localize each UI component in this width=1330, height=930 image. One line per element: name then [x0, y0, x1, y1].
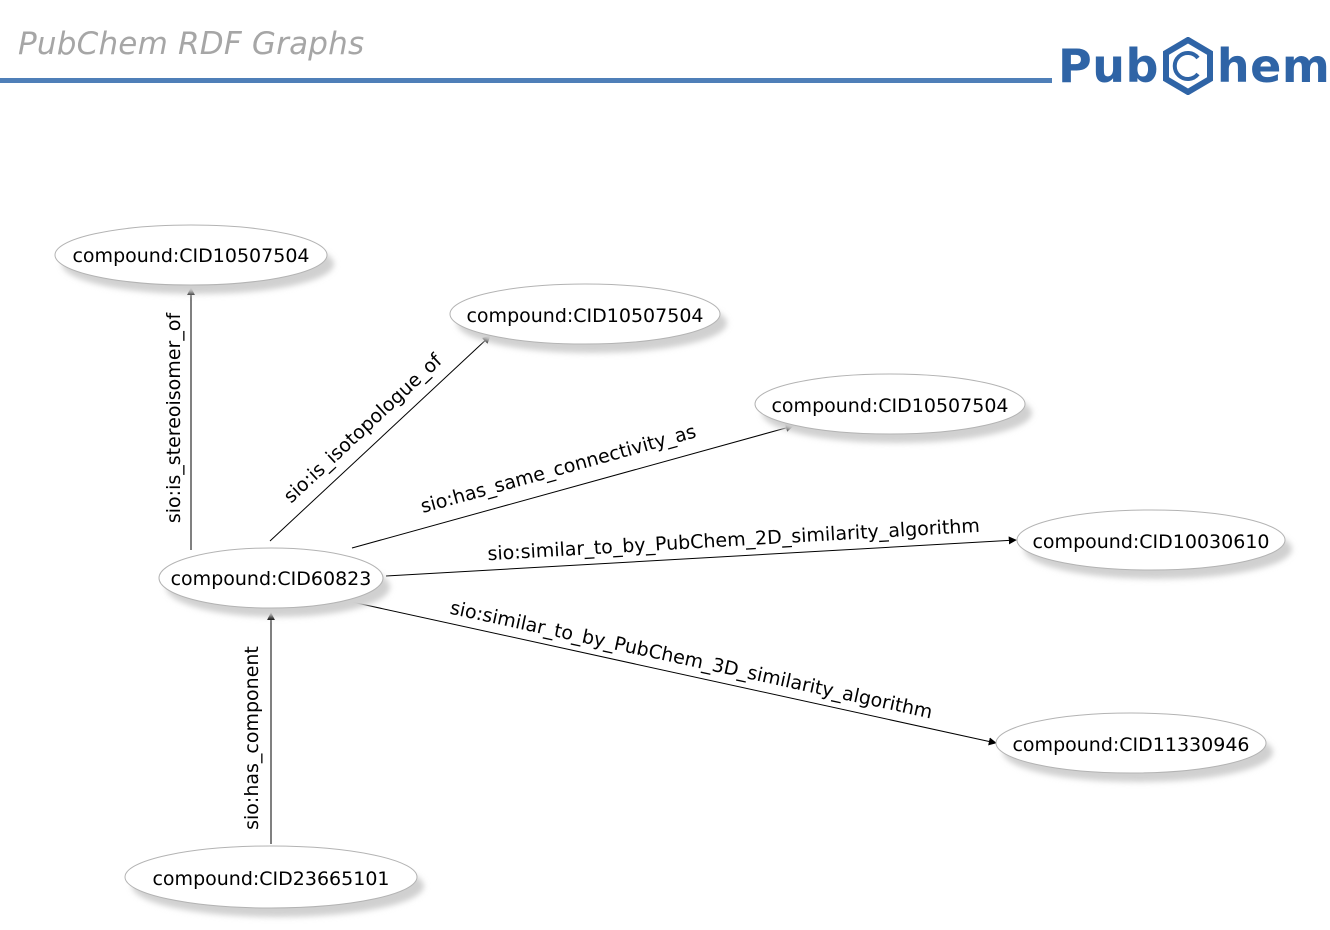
node-label-connectivity: compound:CID10507504	[771, 395, 1008, 417]
node-sim3d: compound:CID11330946	[995, 712, 1273, 782]
logo-text-left: Pub	[1058, 39, 1159, 93]
node-isotopologue: compound:CID10507504	[449, 283, 727, 353]
edge-label-isotopologue: sio:is_isotopologue_of	[279, 349, 447, 508]
node-component: compound:CID23665101	[124, 845, 424, 917]
page-title: PubChem RDF Graphs	[18, 26, 365, 62]
edge-label-connectivity: sio:has_same_connectivity_as	[418, 421, 698, 518]
node-connectivity: compound:CID10507504	[754, 373, 1032, 443]
node-label-sim3d: compound:CID11330946	[1012, 734, 1249, 756]
hexagon-c-icon	[1162, 37, 1213, 95]
pubchem-logo: Pub hem	[1058, 37, 1330, 95]
logo-text-right: hem	[1216, 39, 1330, 93]
node-label-component: compound:CID23665101	[152, 868, 389, 890]
node-label-center: compound:CID60823	[171, 568, 372, 590]
edge-component: sio:has_component	[241, 612, 275, 844]
edge-sim3d: sio:similar_to_by_PubChem_3D_similarity_…	[351, 597, 997, 746]
node-stereoisomer: compound:CID10507504	[54, 224, 334, 294]
edge-label-stereoisomer: sio:is_stereoisomer_of	[163, 312, 185, 524]
node-label-isotopologue: compound:CID10507504	[466, 305, 703, 327]
node-label-stereoisomer: compound:CID10507504	[72, 245, 309, 267]
edge-label-sim3d: sio:similar_to_by_PubChem_3D_similarity_…	[448, 597, 934, 724]
edge-label-component: sio:has_component	[241, 646, 263, 830]
edge-label-sim2d: sio:similar_to_by_PubChem_2D_similarity_…	[487, 515, 981, 565]
edge-sim2d: sio:similar_to_by_PubChem_2D_similarity_…	[385, 515, 1017, 577]
header-rule	[0, 78, 1052, 83]
edge-stereoisomer: sio:is_stereoisomer_of	[163, 287, 195, 550]
node-center: compound:CID60823	[158, 547, 390, 617]
edge-isotopologue: sio:is_isotopologue_of	[269, 335, 491, 542]
node-label-sim2d: compound:CID10030610	[1032, 531, 1269, 553]
node-sim2d: compound:CID10030610	[1016, 509, 1292, 579]
